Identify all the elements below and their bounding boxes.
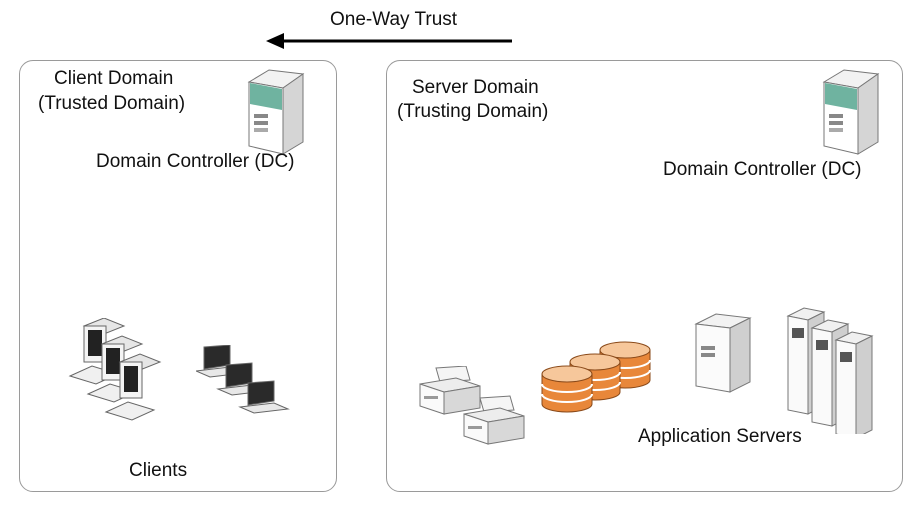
server-rack-icon	[786, 307, 874, 434]
trust-label: One-Way Trust	[330, 9, 458, 30]
printers-icon	[419, 366, 525, 445]
trust-arrow-icon	[266, 33, 512, 49]
client-domain-title: Client Domain	[54, 68, 174, 89]
server-domain-subtitle: (Trusting Domain)	[397, 101, 549, 122]
client-dc-label: Domain Controller (DC)	[96, 151, 295, 172]
clients-label: Clients	[129, 460, 188, 481]
laptops-icon	[196, 345, 290, 414]
databases-icon	[541, 341, 651, 413]
server-domain-title: Server Domain	[412, 77, 539, 98]
application-server-icon	[694, 313, 752, 393]
server-dc-label: Domain Controller (DC)	[663, 159, 862, 180]
application-servers-label: Application Servers	[638, 426, 802, 447]
server-icon	[247, 69, 305, 155]
desktop-computers-icon	[68, 318, 162, 421]
server-icon	[822, 69, 880, 155]
client-domain-subtitle: (Trusted Domain)	[38, 93, 186, 114]
